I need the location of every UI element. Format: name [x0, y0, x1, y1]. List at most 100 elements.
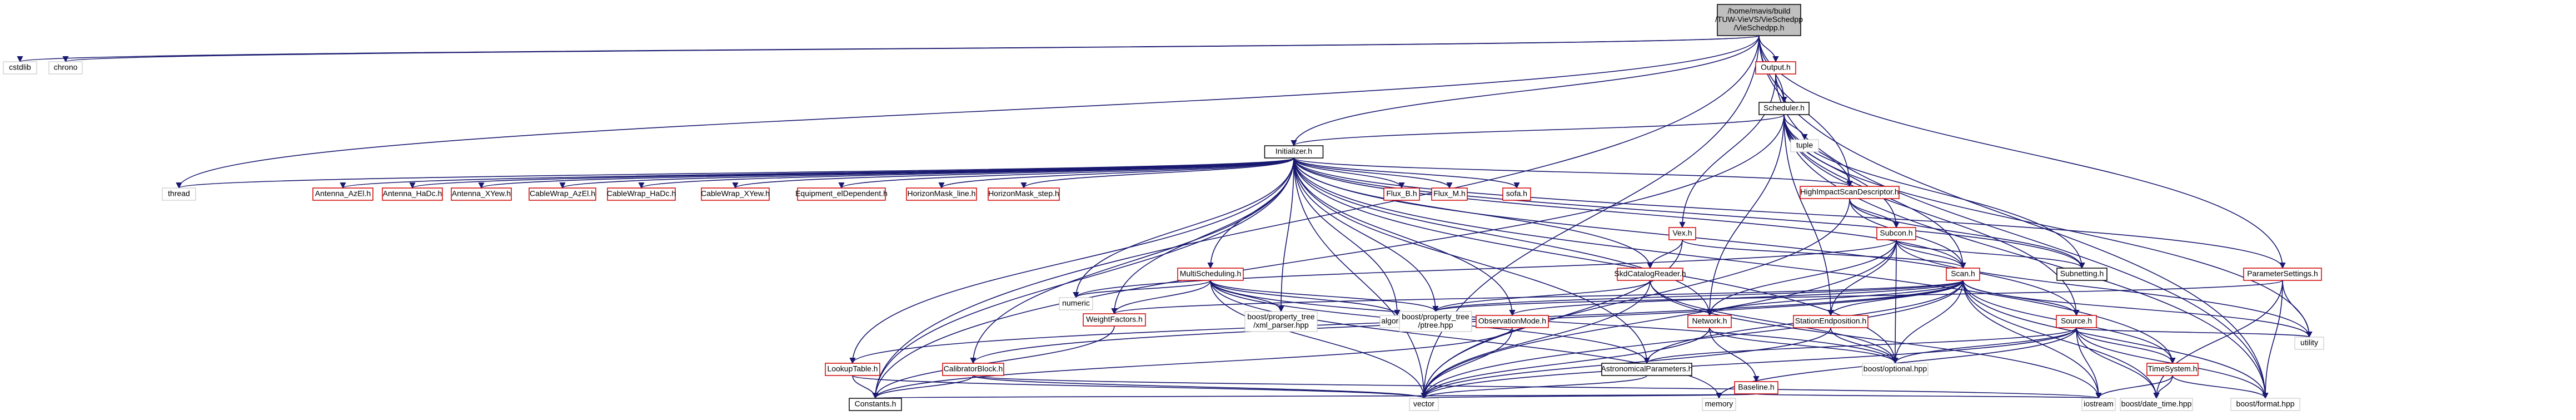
- node-sofa[interactable]: sofa.h: [1502, 187, 1531, 201]
- edge-vex-to-scan: [1682, 239, 1966, 269]
- edge-subcon-to-numeric: [1073, 239, 1897, 299]
- edge-paramset-to-pt_ptree: [1432, 280, 2283, 313]
- node-astroparams[interactable]: AstronomicalParameters.h: [1601, 363, 1693, 376]
- node-hm_line-box: [906, 187, 977, 201]
- node-paramset[interactable]: ParameterSettings.h: [2243, 268, 2322, 281]
- node-output[interactable]: Output.h: [1755, 61, 1796, 75]
- edge-lookup-to-vector: [852, 375, 1427, 399]
- node-ant_azel[interactable]: Antenna_AzEl.h: [312, 187, 373, 201]
- edge-initializer-to-equip: [838, 157, 1294, 189]
- node-flux_b-box: [1383, 187, 1420, 201]
- node-optional-label: boost/optional.hpp: [1864, 364, 1927, 373]
- node-flux_m[interactable]: Flux_M.h: [1431, 187, 1468, 201]
- node-weightf[interactable]: WeightFactors.h: [1083, 313, 1146, 327]
- edge-root-to-constants: [872, 35, 1760, 399]
- edge-scheduler-to-stationendpos: [1783, 114, 1834, 317]
- node-cstdlib[interactable]: cstdlib: [3, 61, 37, 75]
- edge-timesystem-to-iostream: [2095, 375, 2173, 399]
- edge-initializer-to-ant_xyew: [478, 157, 1294, 189]
- edge-paramset-to-format: [2262, 280, 2283, 399]
- edge-multisched-to-weightf: [1111, 280, 1211, 315]
- node-obsmode-box: [1476, 315, 1549, 328]
- node-multisched[interactable]: MultiScheduling.h: [1177, 268, 1244, 281]
- node-format-label: boost/format.hpp: [2236, 399, 2294, 408]
- node-initializer[interactable]: Initializer.h: [1264, 145, 1324, 159]
- node-lookup[interactable]: LookupTable.h: [825, 363, 880, 376]
- node-numeric-box: [1059, 297, 1093, 310]
- node-subnetting[interactable]: Subnetting.h: [2056, 268, 2107, 281]
- node-optional[interactable]: boost/optional.hpp: [1862, 363, 1929, 376]
- node-hisd-label: HighImpactScanDescriptor.h: [1800, 187, 1899, 196]
- node-network[interactable]: Network.h: [1687, 315, 1732, 328]
- node-cw_hadc[interactable]: CableWrap_HaDc.h: [607, 187, 676, 201]
- node-tuple[interactable]: tuple: [1790, 139, 1819, 152]
- edge-vex-to-skdcat: [1647, 239, 1683, 269]
- node-scan[interactable]: Scan.h: [1946, 268, 1980, 281]
- dependency-nodes: /home/mavis/build/TUW-VieVS/VieSchedpp/V…: [3, 4, 2324, 411]
- node-memory[interactable]: memory: [1702, 398, 1736, 411]
- node-lookup-label: LookupTable.h: [827, 364, 878, 373]
- node-cw_azel[interactable]: CableWrap_AzEl.h: [529, 187, 596, 201]
- node-cw_xyew[interactable]: CableWrap_XYew.h: [701, 187, 770, 201]
- node-ant_xyew-box: [451, 187, 512, 201]
- node-flux_b[interactable]: Flux_B.h: [1383, 187, 1420, 201]
- node-chrono-label: chrono: [54, 63, 78, 72]
- edge-baseline-to-iostream: [1756, 392, 2101, 399]
- node-calib[interactable]: CalibratorBlock.h: [942, 363, 1004, 376]
- node-multisched-label: MultiScheduling.h: [1180, 269, 1242, 278]
- node-subnetting-label: Subnetting.h: [2060, 269, 2104, 278]
- edge-initializer-to-paramset: [1293, 157, 2286, 269]
- edge-multisched-to-numeric: [1073, 280, 1211, 299]
- node-cstdlib-label: cstdlib: [9, 63, 31, 72]
- node-equip[interactable]: Equipment_elDependent.h: [795, 187, 888, 201]
- edge-skdcat-to-pt_ptree: [1432, 280, 1651, 313]
- node-obsmode[interactable]: ObservationMode.h: [1476, 315, 1549, 328]
- node-vector[interactable]: vector: [1409, 398, 1439, 411]
- node-hisd-box: [1800, 186, 1900, 199]
- node-datetime[interactable]: boost/date_time.hpp: [2120, 398, 2193, 411]
- edge-hisd-to-subcon: [1849, 198, 1900, 229]
- edge-scan-to-pt_ptree: [1432, 280, 1964, 313]
- node-numeric[interactable]: numeric: [1059, 297, 1093, 310]
- node-root[interactable]: /home/mavis/build/TUW-VieVS/VieSchedpp/V…: [1715, 4, 1803, 36]
- node-stationendpos-label: StationEndposition.h: [1795, 317, 1866, 325]
- node-constants[interactable]: Constants.h: [849, 398, 902, 411]
- node-flux_m-label: Flux_M.h: [1433, 189, 1466, 198]
- node-utility[interactable]: utility: [2294, 337, 2324, 350]
- node-vex[interactable]: Vex.h: [1668, 227, 1696, 240]
- edge-scan-to-vector: [1421, 280, 1964, 399]
- node-iostream-box: [2081, 398, 2116, 411]
- edge-initializer-to-network: [1293, 157, 1713, 317]
- node-scheduler-label: Scheduler.h: [1763, 103, 1805, 112]
- node-scheduler[interactable]: Scheduler.h: [1758, 102, 1810, 115]
- node-hisd[interactable]: HighImpactScanDescriptor.h: [1800, 186, 1900, 199]
- node-vex-box: [1668, 227, 1696, 240]
- edge-initializer-to-pt_xml: [1278, 157, 1294, 313]
- node-baseline[interactable]: Baseline.h: [1734, 381, 1778, 394]
- edge-multisched-to-algorithm: [1210, 280, 1401, 317]
- edge-network-to-optional: [1709, 327, 1899, 364]
- node-pt_ptree[interactable]: boost/property_tree/ptree.hpp: [1399, 311, 1472, 332]
- node-cstdlib-box: [3, 61, 37, 75]
- node-timesystem[interactable]: TimeSystem.h: [2146, 363, 2199, 376]
- edge-initializer-to-constants: [872, 157, 1294, 399]
- node-format[interactable]: boost/format.hpp: [2230, 398, 2300, 411]
- edge-scan-to-iostream: [1962, 280, 2102, 399]
- edge-initializer-to-subnetting: [1293, 157, 2085, 269]
- node-skdcat[interactable]: SkdCatalogReader.h: [1614, 268, 1686, 281]
- node-hm_step[interactable]: HorizonMask_step.h: [988, 187, 1060, 201]
- node-hm_line[interactable]: HorizonMask_line.h: [906, 187, 977, 201]
- node-stationendpos[interactable]: StationEndposition.h: [1793, 315, 1869, 328]
- node-pt_xml[interactable]: boost/property_tree/xml_parser.hpp: [1244, 311, 1318, 332]
- node-ant_azel-label: Antenna_AzEl.h: [315, 189, 371, 198]
- node-baseline-label: Baseline.h: [1738, 383, 1774, 392]
- node-chrono[interactable]: chrono: [48, 61, 83, 75]
- node-source[interactable]: Source.h: [2056, 315, 2097, 328]
- node-thread[interactable]: thread: [162, 187, 196, 201]
- node-ant_hadc[interactable]: Antenna_HaDc.h: [382, 187, 443, 201]
- node-flux_b-label: Flux_B.h: [1386, 189, 1417, 198]
- node-ant_xyew[interactable]: Antenna_XYew.h: [451, 187, 512, 201]
- node-subcon[interactable]: Subcon.h: [1876, 227, 1916, 240]
- node-iostream[interactable]: iostream: [2081, 398, 2116, 411]
- edge-source-to-datetime: [2076, 327, 2160, 399]
